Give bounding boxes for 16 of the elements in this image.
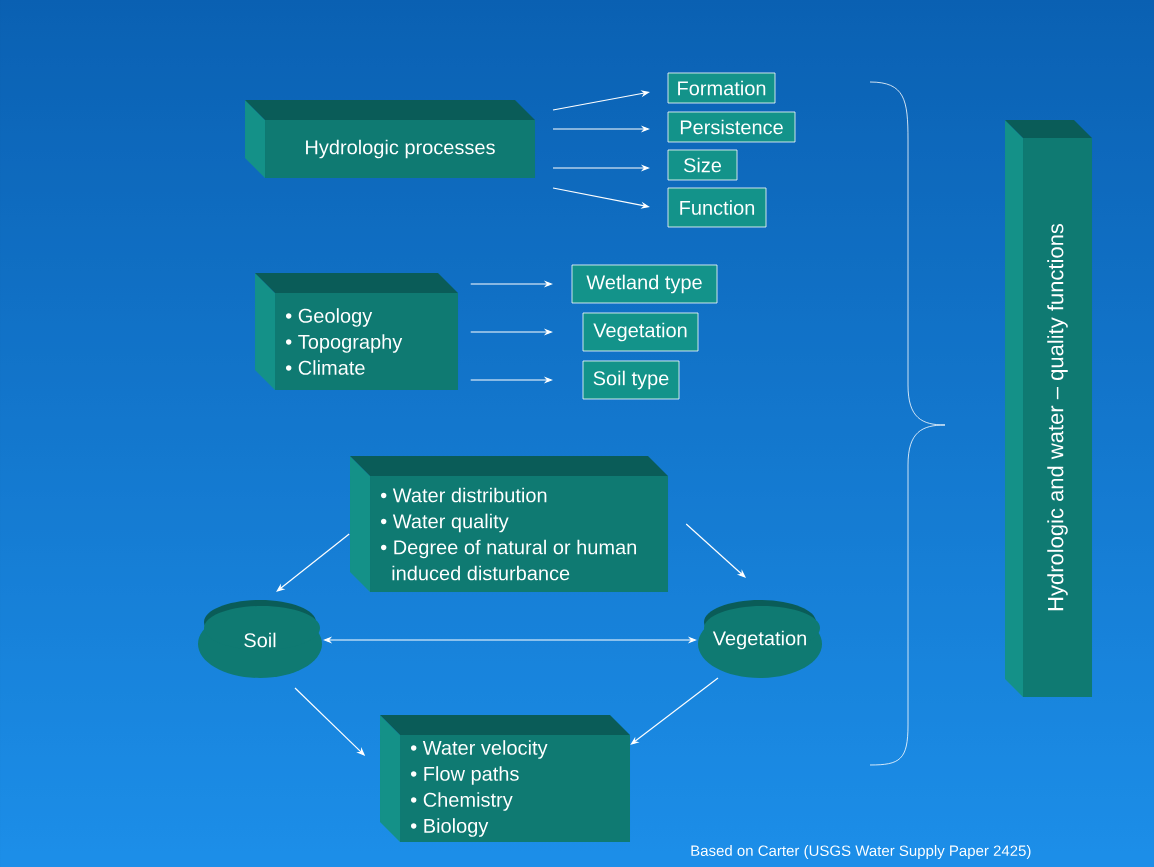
process-box: • Water velocity • Flow paths • Chemistry • Biology	[380, 715, 630, 842]
process-box: • Geology • Topography • Climate	[255, 273, 458, 390]
label-box: Vegetation	[582, 312, 699, 352]
label-box: Size	[667, 149, 738, 181]
label-box: Persistence	[667, 111, 796, 143]
label-box: Function	[667, 187, 767, 228]
process-box: Hydrologic processes	[245, 100, 535, 178]
process-box: • Water distribution • Water quality • Degree of natural or human induced disturbance	[350, 456, 668, 592]
label-box: Soil type	[582, 360, 680, 400]
label-box: Wetland type	[571, 264, 718, 304]
label-box: Formation	[667, 72, 776, 104]
arrow	[685, 523, 746, 578]
arrow	[276, 533, 350, 592]
vertical-box: Hydrologic and water – quality functions	[1005, 120, 1092, 697]
caption: Based on Carter (USGS Water Supply Paper 2425)	[691, 845, 1031, 859]
arrow	[630, 677, 719, 745]
